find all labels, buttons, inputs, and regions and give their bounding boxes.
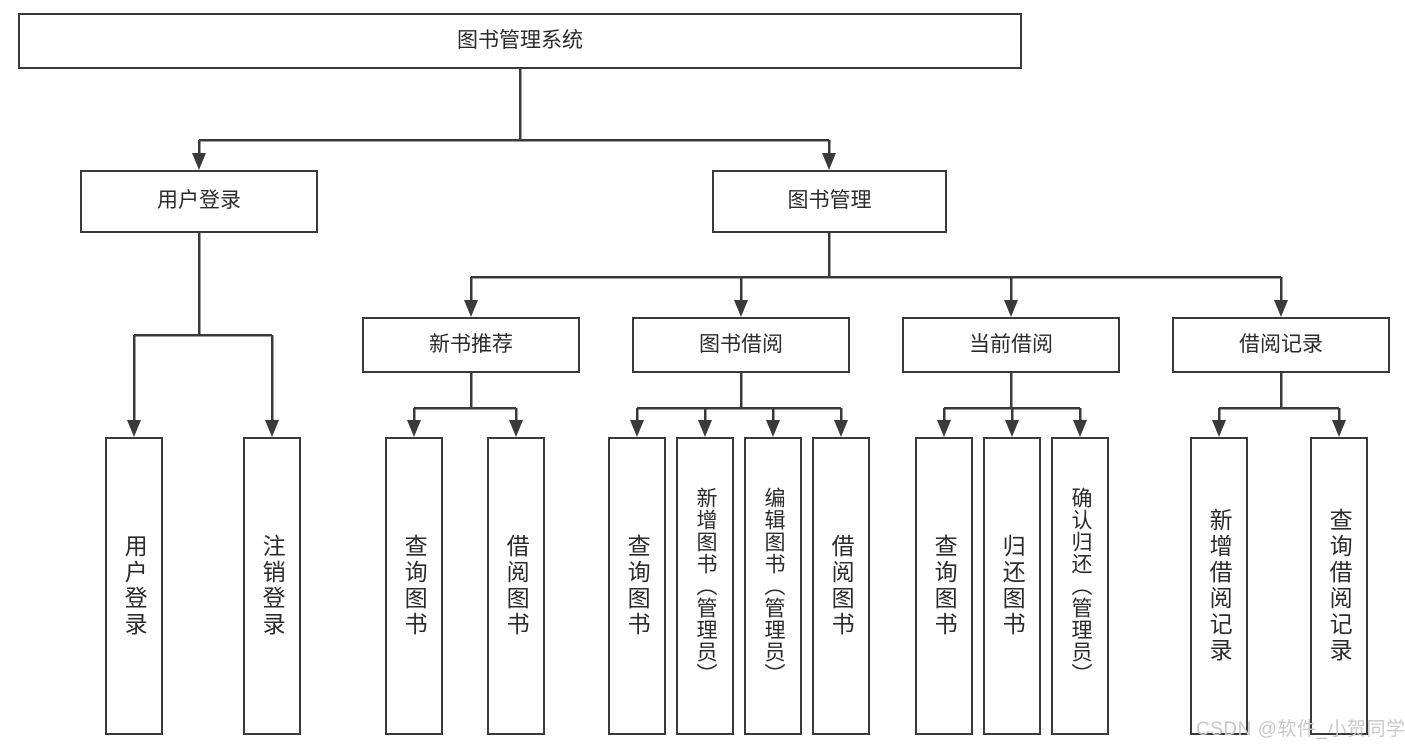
- node-label: 图书借阅: [699, 332, 783, 356]
- node-label: 新增图书（管理员）: [694, 487, 718, 685]
- arrow-head-icon: [698, 420, 712, 437]
- node-label: 编辑图书（管理员）: [762, 487, 786, 685]
- leaf-node-查询借阅记录: 查询借阅记录: [1310, 437, 1368, 735]
- leaf-node-借阅图书: 借阅图书: [487, 437, 545, 735]
- arrow-head-icon: [937, 420, 951, 437]
- node-label: 图书管理: [787, 189, 872, 213]
- level2-node-图书管理: 图书管理: [712, 170, 947, 233]
- arrow-head-icon: [509, 420, 523, 437]
- node-label: 查询图书: [931, 534, 958, 638]
- node-label: 查询借阅记录: [1326, 508, 1353, 664]
- leaf-node-查询图书: 查询图书: [385, 437, 443, 735]
- leaf-node-借阅图书: 借阅图书: [812, 437, 870, 735]
- arrow-head-icon: [822, 153, 836, 170]
- level3-node-借阅记录: 借阅记录: [1172, 317, 1390, 373]
- arrow-head-icon: [734, 300, 748, 317]
- arrow-head-icon: [127, 420, 141, 437]
- node-label: 借阅图书: [503, 534, 530, 638]
- node-label: 新书推荐: [429, 332, 513, 356]
- arrow-head-icon: [1274, 300, 1288, 317]
- leaf-node-注销登录: 注销登录: [243, 437, 301, 735]
- level3-node-当前借阅: 当前借阅: [902, 317, 1120, 373]
- leaf-node-查询图书: 查询图书: [915, 437, 973, 735]
- level3-node-新书推荐: 新书推荐: [362, 317, 580, 373]
- root-node-图书管理系统: 图书管理系统: [18, 13, 1022, 69]
- level3-node-图书借阅: 图书借阅: [632, 317, 850, 373]
- node-label: 借阅记录: [1239, 332, 1323, 356]
- node-label: 注销登录: [259, 534, 286, 638]
- leaf-node-新增图书（管理员）: 新增图书（管理员）: [676, 437, 734, 735]
- leaf-node-用户登录: 用户登录: [105, 437, 163, 735]
- arrow-head-icon: [1212, 420, 1226, 437]
- node-label: 查询图书: [401, 534, 428, 638]
- level2-node-用户登录: 用户登录: [80, 170, 318, 233]
- node-label: 用户登录: [121, 534, 148, 638]
- leaf-node-编辑图书（管理员）: 编辑图书（管理员）: [744, 437, 802, 735]
- arrow-head-icon: [834, 420, 848, 437]
- arrow-head-icon: [265, 420, 279, 437]
- arrow-head-icon: [630, 420, 644, 437]
- arrow-head-icon: [1332, 420, 1346, 437]
- node-label: 当前借阅: [969, 332, 1053, 356]
- arrow-head-icon: [192, 153, 206, 170]
- leaf-node-确认归还（管理员）: 确认归还（管理员）: [1051, 437, 1109, 735]
- watermark-text: CSDN @软件_小贺同学: [1196, 719, 1405, 740]
- node-label: 归还图书: [999, 534, 1026, 638]
- node-label: 确认归还（管理员）: [1069, 487, 1093, 685]
- leaf-node-新增借阅记录: 新增借阅记录: [1190, 437, 1248, 735]
- leaf-node-归还图书: 归还图书: [983, 437, 1041, 735]
- arrow-head-icon: [1073, 420, 1087, 437]
- node-label: 图书管理系统: [457, 28, 583, 52]
- node-label: 新增借阅记录: [1206, 508, 1233, 664]
- arrow-head-icon: [766, 420, 780, 437]
- node-label: 用户登录: [157, 189, 241, 213]
- arrow-head-icon: [1004, 300, 1018, 317]
- arrow-head-icon: [1005, 420, 1019, 437]
- arrow-head-icon: [464, 300, 478, 317]
- node-label: 查询图书: [624, 534, 651, 638]
- node-label: 借阅图书: [828, 534, 855, 638]
- leaf-node-查询图书: 查询图书: [608, 437, 666, 735]
- arrow-head-icon: [407, 420, 421, 437]
